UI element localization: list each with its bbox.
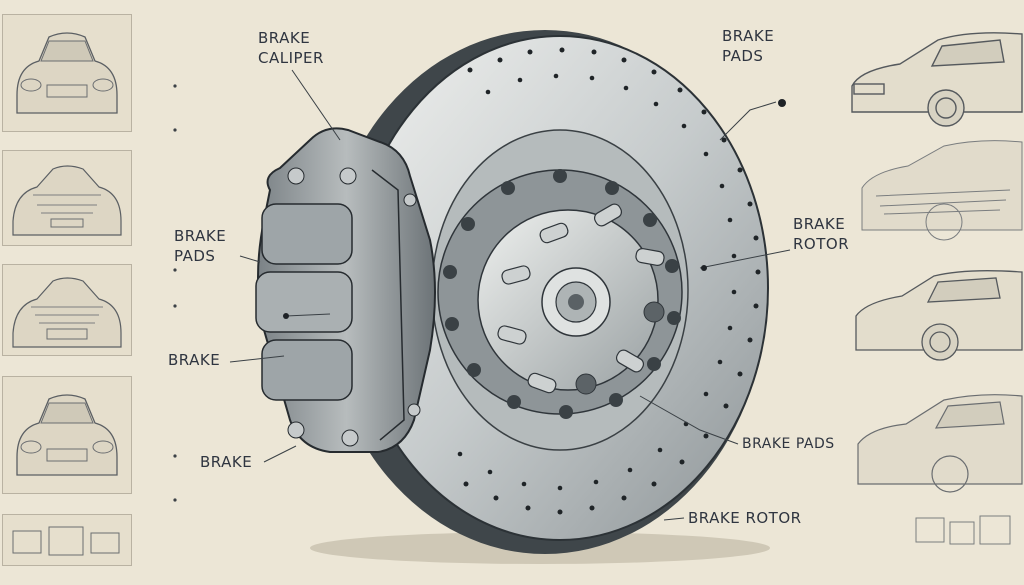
hub-bolts-outer <box>443 169 681 419</box>
car-front-sketch <box>16 32 118 114</box>
lug-studs <box>497 203 665 394</box>
parts-sketch <box>12 526 120 556</box>
label-brake-lower: BRAKE <box>200 453 253 471</box>
car-thumbnail-engine-1 <box>2 150 132 246</box>
hub-hole <box>575 373 597 395</box>
leader-dot <box>701 265 707 271</box>
label-brake-pads-left-line1: BRAKE <box>174 227 227 245</box>
label-brake-pads-right: BRAKE PADS <box>742 436 835 452</box>
label-brake-caliper: BRAKE CALIPER <box>258 28 324 68</box>
car-thumbnail-front-1 <box>2 14 132 132</box>
leader-dot <box>283 313 289 319</box>
label-brake-middle: BRAKE <box>168 351 221 369</box>
car-engine-sketch <box>12 277 122 348</box>
car-thumbnail-parts <box>2 514 132 566</box>
leader-dot <box>778 99 786 107</box>
rotor-drill-holes <box>457 47 761 515</box>
label-brake-pads-left: BRAKE PADS <box>174 226 226 266</box>
label-brake-caliper-line2: CALIPER <box>258 49 324 67</box>
car-front-sketch <box>16 394 118 476</box>
label-brake-caliper-line1: BRAKE <box>258 29 311 47</box>
label-brake-pads-left-line2: PADS <box>174 247 216 265</box>
label-brake-pads-top-line2: PADS <box>722 47 764 65</box>
label-brake-rotor-right: BRAKE ROTOR <box>793 214 849 254</box>
car-thumbnail-engine-2 <box>2 264 132 356</box>
label-brake-rotor-right-line2: ROTOR <box>793 235 850 253</box>
car-engine-sketch <box>12 165 122 236</box>
label-brake-pads-top-line1: BRAKE <box>722 27 775 45</box>
car-side-sketch-1 <box>851 32 1023 127</box>
car-side-sketch-2 <box>861 140 1023 241</box>
parts-sketch-right <box>915 515 1011 545</box>
leader-lines <box>229 69 791 521</box>
guide-ticks <box>173 84 177 502</box>
label-brake-pads-top: BRAKE PADS <box>722 26 774 66</box>
hub-hole <box>643 301 665 323</box>
car-side-sketch-3 <box>855 270 1023 361</box>
brake-caliper <box>255 127 436 453</box>
spindle-center <box>568 294 584 310</box>
label-brake-rotor-right-line1: BRAKE <box>793 215 846 233</box>
label-brake-rotor-bottom: BRAKE ROTOR <box>688 509 802 527</box>
car-side-sketch-4 <box>857 394 1023 493</box>
car-thumbnail-front-2 <box>2 376 132 494</box>
